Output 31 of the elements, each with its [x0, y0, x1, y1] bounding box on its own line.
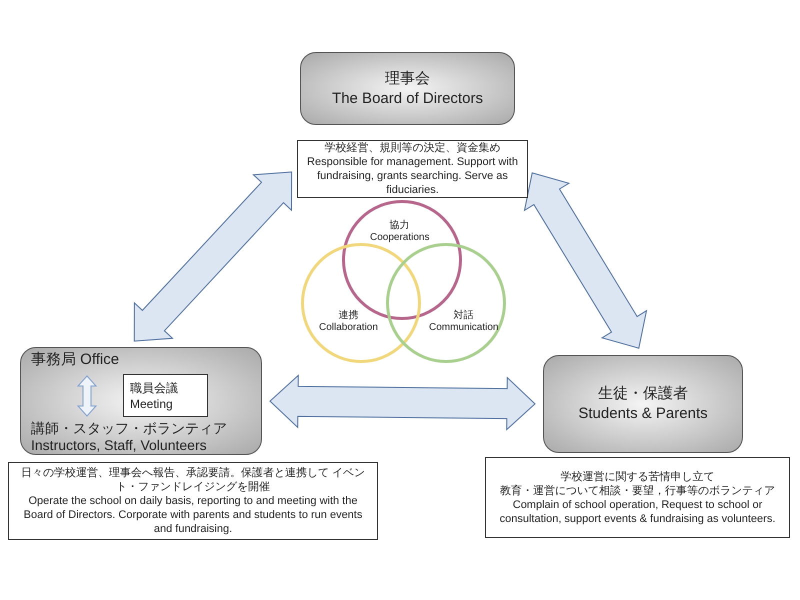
- description-text: 学校運営に関する苦情申し立て: [560, 470, 716, 484]
- japanese-label: 職員会議: [130, 380, 179, 396]
- japanese-title: 生徒・保護者: [598, 384, 688, 404]
- office-heading: 事務局 Office: [31, 350, 120, 370]
- rounded-box: [300, 52, 515, 125]
- block-arrow: [134, 171, 292, 342]
- description-box: [8, 462, 378, 540]
- japanese-title: 理事会: [385, 68, 430, 88]
- rounded-box: [20, 347, 262, 455]
- rounded-box: [543, 355, 743, 453]
- description-text: 教育・運営について相談・要望，行事等のボランティア: [499, 484, 776, 498]
- japanese-label: 連携: [337, 310, 360, 322]
- block-arrow: [269, 374, 536, 431]
- english-title: The Board of Directors: [332, 88, 483, 108]
- description-text: Operate the school on daily basis, reporting to and meeting with the Board of Directors. Corporate with parents and students to run events and fundraising.: [22, 494, 364, 536]
- description-box: [297, 140, 528, 198]
- description-text: Complain of school operation, Request to school or consultation, support events & fundraising as volunteers.: [498, 498, 776, 526]
- block-arrow: [524, 172, 648, 349]
- description-text: 日々の学校運営、理事会へ報告、承認要請。保護者と連携して イベント・ファンドレイジングを開催: [20, 466, 366, 494]
- english-label: Cooperations: [370, 232, 430, 244]
- english-label: Meeting: [130, 396, 174, 412]
- japanese-label: 対話: [452, 310, 475, 322]
- japanese-label: 協力: [388, 220, 411, 232]
- description-text: Responsible for management. Support with fundraising, grants searching. Serve as fiduciaries.: [306, 155, 519, 197]
- description-box: [485, 457, 790, 538]
- meeting-box: [123, 374, 208, 417]
- english-label: Collaboration: [319, 322, 378, 334]
- description-text: 学校経営、規則等の決定、資金集め: [324, 141, 502, 155]
- english-title: Students & Parents: [578, 404, 708, 424]
- staff-label: 講師・スタッフ・ボランティア Instructors, Staff, Volunteers: [31, 420, 228, 454]
- english-label: Communication: [429, 322, 498, 334]
